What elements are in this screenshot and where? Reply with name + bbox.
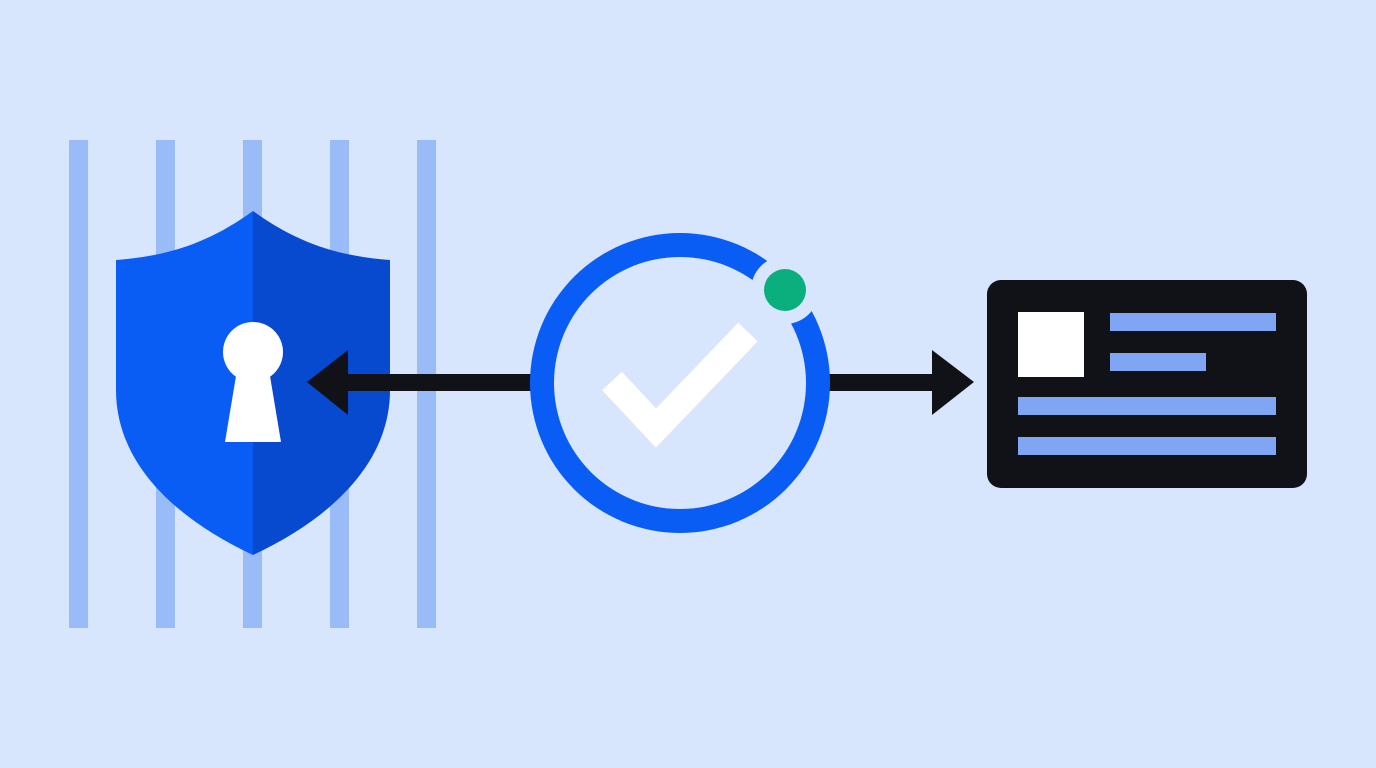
check-circle-icon: [530, 233, 830, 533]
arrow-head-right: [932, 350, 974, 415]
security-bar: [69, 140, 88, 628]
keyhole-icon: [223, 322, 283, 442]
id-card-line: [1018, 397, 1276, 415]
id-card-icon: [987, 280, 1307, 488]
double-arrow-icon: [307, 350, 974, 415]
id-card-line: [1110, 353, 1206, 371]
id-card-body: [987, 280, 1307, 488]
verification-ring-inner: [554, 257, 806, 509]
arrow-shaft-right: [825, 374, 940, 391]
shield-left-half: [116, 211, 253, 555]
checkmark-icon: [602, 322, 758, 448]
id-card-photo: [1018, 312, 1084, 377]
id-card-line: [1110, 313, 1276, 331]
id-card-line: [1018, 437, 1276, 455]
arrow-head-left: [307, 350, 348, 415]
status-dot: [764, 269, 806, 311]
arrow-shaft-left: [340, 374, 535, 391]
